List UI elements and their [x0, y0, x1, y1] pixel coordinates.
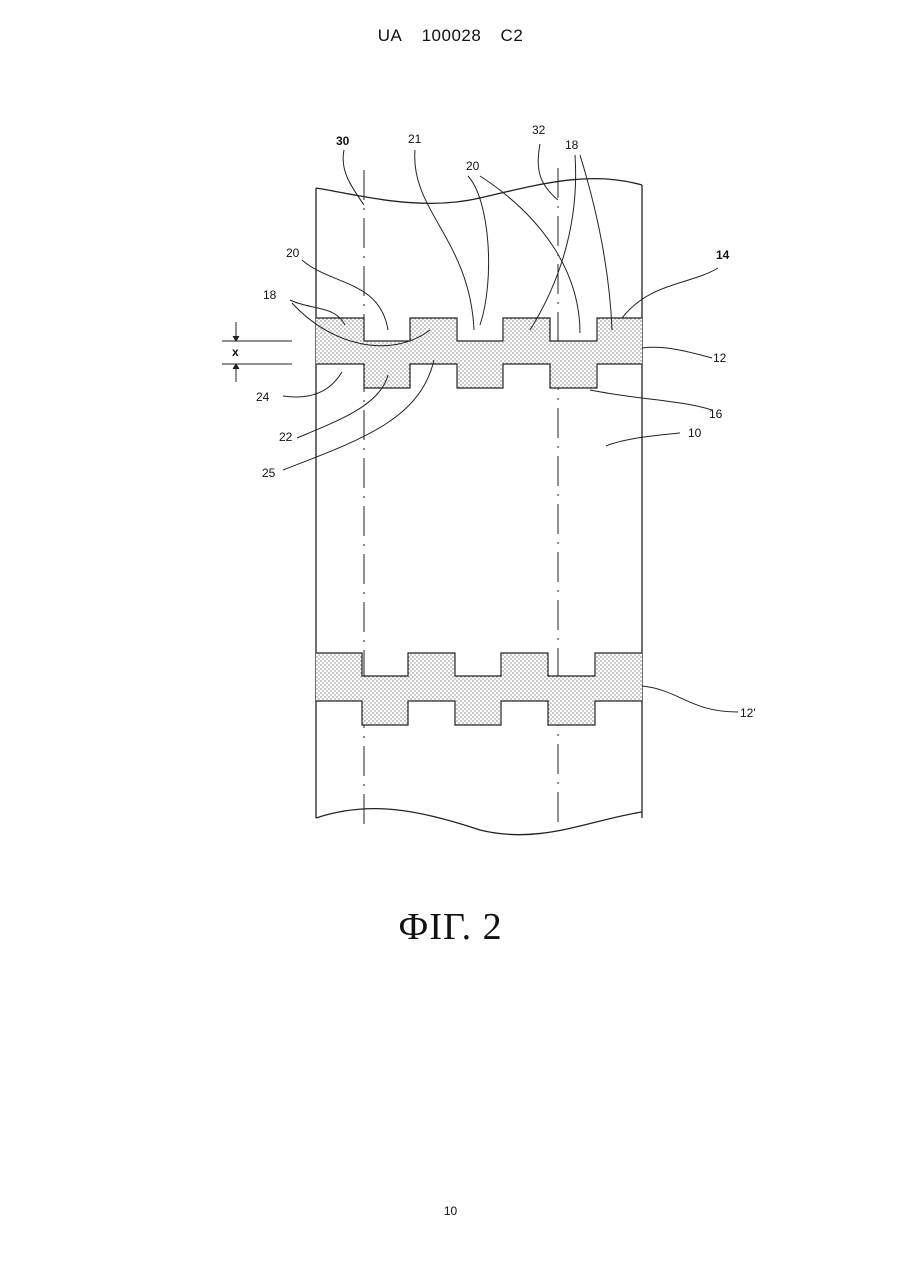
strip-12-tab-bottom-2 — [457, 364, 503, 388]
ref-30: 30 — [336, 134, 350, 148]
strip-12p-tab-bottom-1 — [362, 701, 408, 725]
strip-12-tab-top-3 — [503, 318, 550, 341]
leader-lines — [283, 144, 738, 712]
ref-21: 21 — [408, 132, 422, 146]
strip-12-prime — [316, 653, 642, 725]
page-number: 10 — [0, 1204, 901, 1218]
ref-25: 25 — [262, 466, 276, 480]
ref-20-top: 20 — [466, 159, 480, 173]
strip-12 — [316, 318, 642, 388]
ref-24: 24 — [256, 390, 270, 404]
leader-12 — [642, 347, 712, 358]
strip-12p-band — [316, 676, 642, 701]
leader-16 — [590, 390, 712, 410]
ref-10: 10 — [688, 426, 702, 440]
ref-12-prime: 12' — [740, 706, 756, 720]
ref-22: 22 — [279, 430, 293, 444]
leader-12-prime — [642, 686, 738, 712]
ref-14: 14 — [716, 248, 730, 262]
strip-12p-tab-top-1 — [316, 653, 362, 676]
ref-18-left: 18 — [263, 288, 277, 302]
figure-caption: ФІГ. 2 — [0, 905, 901, 949]
ref-16: 16 — [709, 407, 723, 421]
strip-12p-tab-top-4 — [595, 653, 642, 676]
ref-20-left: 20 — [286, 246, 300, 260]
sheet-top-break — [316, 179, 642, 204]
ref-12: 12 — [713, 351, 727, 365]
strip-12-tab-bottom-1 — [364, 364, 410, 388]
leader-14 — [622, 268, 718, 318]
center-lines — [364, 168, 558, 830]
strip-12-tab-bottom-3 — [550, 364, 597, 388]
ref-32: 32 — [532, 123, 546, 137]
leader-30 — [343, 150, 364, 205]
strip-12p-tab-bottom-2 — [455, 701, 501, 725]
leader-25 — [283, 360, 434, 470]
leader-24 — [283, 372, 342, 397]
strip-12p-tab-top-2 — [408, 653, 455, 676]
strip-12-tab-top-4 — [597, 318, 642, 341]
leader-10 — [606, 433, 680, 446]
reference-numerals: 30 21 32 18 20 20 14 18 x 12 24 22 16 10… — [232, 123, 756, 720]
strip-12p-tab-top-3 — [501, 653, 548, 676]
strip-12p-tab-bottom-3 — [548, 701, 595, 725]
leader-18-top-a — [530, 155, 576, 330]
sheet-bottom-break — [316, 809, 642, 835]
sheet-outline — [316, 179, 642, 835]
leader-21 — [415, 150, 474, 330]
leader-18-top-b — [580, 155, 612, 330]
leader-20-top-b — [480, 176, 580, 333]
ref-x: x — [232, 345, 239, 359]
leader-32 — [538, 144, 558, 200]
ref-18-top: 18 — [565, 138, 579, 152]
